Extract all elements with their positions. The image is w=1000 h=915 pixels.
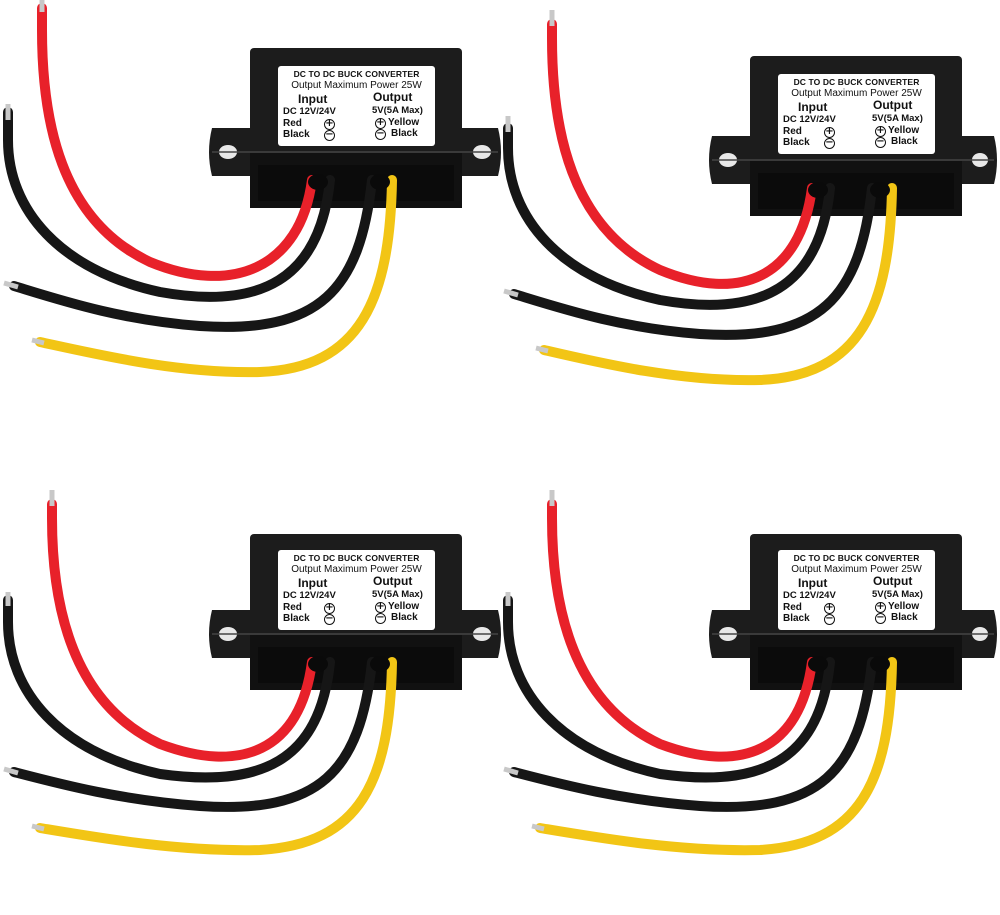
label-input-voltage: DC 12V/24V	[283, 106, 336, 117]
converter-unit: DC TO DC BUCK CONVERTER Output Maximum P…	[500, 482, 1000, 915]
label-input-positive: Red	[283, 118, 302, 129]
converter-label: DC TO DC BUCK CONVERTER Output Maximum P…	[278, 550, 435, 630]
label-output-voltage: 5V(5A Max)	[872, 589, 923, 600]
converter-drawing	[503, 10, 997, 386]
black-input-wire	[3, 595, 335, 783]
converter-drawing	[3, 0, 501, 378]
plus-icon: +	[824, 126, 835, 138]
label-title: DC TO DC BUCK CONVERTER	[793, 553, 920, 563]
minus-icon: −	[375, 128, 386, 140]
black-output-wire	[509, 657, 877, 812]
label-subtitle: Output Maximum Power 25W	[291, 564, 422, 575]
label-input-heading: Input	[798, 100, 828, 114]
label-input-positive: Red	[783, 602, 802, 613]
converter-label: DC TO DC BUCK CONVERTER Output Maximum P…	[278, 66, 435, 146]
converter-unit: DC TO DC BUCK CONVERTER Output Maximum P…	[0, 0, 501, 433]
plus-icon: +	[324, 602, 335, 614]
label-output-voltage: 5V(5A Max)	[372, 589, 423, 600]
label-output-positive: Yellow	[888, 125, 920, 136]
plus-icon: +	[375, 117, 386, 129]
label-output-heading: Output	[873, 574, 913, 588]
wire-tip	[3, 280, 19, 290]
label-title: DC TO DC BUCK CONVERTER	[793, 77, 920, 87]
wire-tip	[535, 345, 549, 354]
plus-icon: +	[875, 601, 886, 613]
label-subtitle: Output Maximum Power 25W	[791, 564, 922, 575]
label-output-positive: Yellow	[888, 601, 920, 612]
converter-unit: DC TO DC BUCK CONVERTER Output Maximum P…	[500, 8, 1000, 441]
label-output-heading: Output	[373, 574, 413, 588]
label-input-heading: Input	[298, 576, 328, 590]
red-input-wire	[547, 499, 817, 762]
converter-drawing	[3, 490, 501, 856]
wire-tip	[31, 337, 45, 346]
red-input-wire	[47, 499, 317, 762]
label-input-voltage: DC 12V/24V	[283, 590, 336, 601]
converter-drawing	[503, 490, 997, 856]
label-title: DC TO DC BUCK CONVERTER	[293, 69, 420, 79]
red-input-wire	[547, 19, 817, 289]
label-subtitle: Output Maximum Power 25W	[291, 80, 422, 91]
minus-icon: −	[324, 129, 335, 141]
label-input-negative: Black	[783, 613, 810, 624]
wire-tip	[31, 823, 45, 832]
label-input-negative: Black	[783, 137, 810, 148]
label-subtitle: Output Maximum Power 25W	[791, 88, 922, 99]
wire-tip	[3, 766, 19, 776]
label-output-negative: Black	[391, 612, 418, 623]
wire-tip	[531, 823, 545, 832]
label-output-voltage: 5V(5A Max)	[372, 105, 423, 116]
minus-icon: −	[824, 137, 835, 149]
label-input-positive: Red	[783, 126, 802, 137]
label-output-heading: Output	[873, 98, 913, 112]
converter-label: DC TO DC BUCK CONVERTER Output Maximum P…	[778, 550, 935, 630]
label-output-voltage: 5V(5A Max)	[872, 113, 923, 124]
plus-icon: +	[824, 602, 835, 614]
plus-icon: +	[875, 125, 886, 137]
minus-icon: −	[875, 612, 886, 624]
label-title: DC TO DC BUCK CONVERTER	[293, 553, 420, 563]
product-photo: DC TO DC BUCK CONVERTER Output Maximum P…	[0, 0, 1000, 856]
yellow-output-wire	[35, 175, 397, 378]
label-input-positive: Red	[283, 602, 302, 613]
black-output-wire	[9, 175, 377, 332]
minus-icon: −	[375, 612, 386, 624]
label-input-negative: Black	[283, 613, 310, 624]
minus-icon: −	[324, 613, 335, 625]
yellow-output-wire	[535, 657, 897, 856]
label-input-voltage: DC 12V/24V	[783, 590, 836, 601]
label-input-heading: Input	[798, 576, 828, 590]
black-output-wire	[509, 183, 877, 340]
yellow-output-wire	[539, 183, 897, 386]
label-output-negative: Black	[391, 128, 418, 139]
black-input-wire	[503, 595, 835, 783]
minus-icon: −	[875, 136, 886, 148]
plus-icon: +	[324, 118, 335, 130]
label-output-positive: Yellow	[388, 117, 420, 128]
yellow-output-wire	[35, 657, 397, 856]
wire-tip	[503, 288, 519, 298]
converter-label: DC TO DC BUCK CONVERTER Output Maximum P…	[778, 74, 935, 154]
label-output-positive: Yellow	[388, 601, 420, 612]
label-input-voltage: DC 12V/24V	[783, 114, 836, 125]
wire-tip	[503, 766, 519, 776]
label-input-heading: Input	[298, 92, 328, 106]
black-input-wire	[3, 107, 335, 302]
black-output-wire	[9, 657, 377, 812]
label-output-negative: Black	[891, 612, 918, 623]
label-output-negative: Black	[891, 136, 918, 147]
label-output-heading: Output	[373, 90, 413, 104]
black-input-wire	[503, 123, 835, 310]
red-input-wire	[37, 3, 317, 281]
plus-icon: +	[375, 601, 386, 613]
label-input-negative: Black	[283, 129, 310, 140]
minus-icon: −	[824, 613, 835, 625]
converter-unit: DC TO DC BUCK CONVERTER Output Maximum P…	[0, 482, 501, 915]
